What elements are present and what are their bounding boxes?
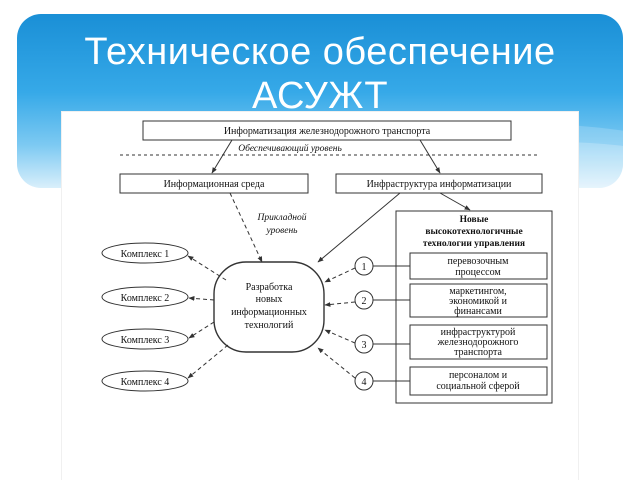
center-label-1: Разработка — [246, 282, 293, 293]
right-header-3: технологии управления — [423, 239, 525, 249]
complex-ellipse-3 — [101, 328, 189, 350]
number-label-2: 2 — [362, 296, 367, 307]
slide-title: Техническое обеспечение АСУЖТ — [17, 30, 623, 118]
arrow-env-center — [229, 192, 263, 263]
right-header-1: Новые — [460, 215, 489, 225]
right-item-box-1 — [409, 252, 548, 280]
right-item-3-line-2: железнодорожного — [437, 337, 519, 348]
complex-label-3: Комплекс 3 — [121, 335, 170, 346]
right-item-3-line-3: транспорта — [454, 347, 502, 358]
applied-level-label-1: Прикладной — [256, 212, 306, 223]
slide-title-line-2: АСУЖТ — [251, 75, 389, 117]
arrow-top-right — [419, 139, 441, 174]
center-box — [213, 261, 325, 353]
arrow-circle4-center — [317, 347, 356, 379]
right-item-2-line-3: финансами — [454, 306, 502, 317]
arrow-top-left — [211, 139, 233, 174]
right-header-2: высокотехнологичные — [425, 227, 522, 237]
right-item-box-2 — [409, 283, 548, 318]
right-item-3-line-1: инфраструктурой — [441, 327, 516, 338]
slide-title-line-1: Техническое обеспечение — [84, 31, 556, 73]
top-box-label: Информатизация железнодорожного транспор… — [224, 126, 431, 137]
complex-label-2: Комплекс 2 — [121, 293, 170, 304]
number-label-3: 3 — [362, 340, 367, 351]
arrow-circle3-center — [324, 329, 356, 344]
info-env-box — [119, 173, 309, 194]
complex-label-4: Комплекс 4 — [121, 377, 170, 388]
support-level-label: Обеспечивающий уровень — [238, 143, 342, 154]
arrow-infra-center — [317, 192, 401, 263]
right-item-4-line-2: социальной сферой — [436, 381, 520, 392]
top-box — [142, 120, 512, 141]
center-label-4: технологий — [245, 320, 294, 331]
arrow-center-complex-2 — [188, 296, 215, 301]
number-label-1: 1 — [362, 262, 367, 273]
info-env-label: Информационная среда — [164, 179, 265, 190]
infra-label: Инфраструктура информатизации — [367, 179, 512, 190]
number-label-4: 4 — [362, 377, 367, 388]
right-item-1-line-2: процессом — [455, 267, 501, 278]
right-item-4-line-1: персоналом и — [449, 370, 508, 381]
arrow-center-complex-4 — [187, 344, 229, 379]
right-item-box-3 — [409, 324, 548, 360]
arrow-infra-right — [439, 192, 471, 211]
complex-label-1: Комплекс 1 — [121, 249, 170, 260]
complex-ellipse-4 — [101, 370, 189, 392]
right-item-box-4 — [409, 366, 548, 396]
right-item-2-line-1: маркетингом, — [449, 286, 506, 297]
right-group-box — [395, 210, 553, 404]
center-label-2: новых — [256, 294, 283, 305]
right-item-2-line-2: экономикой и — [449, 296, 508, 307]
right-item-1-line-1: перевозочным — [448, 256, 510, 267]
arrow-circle1-center — [324, 267, 356, 283]
complex-ellipse-1 — [101, 242, 189, 264]
center-label-3: информационных — [231, 307, 307, 318]
infra-box — [335, 173, 543, 194]
arrow-center-complex-3 — [188, 321, 215, 339]
complex-ellipse-2 — [101, 286, 189, 308]
arrow-center-complex-1 — [187, 255, 227, 281]
applied-level-label-2: уровень — [266, 226, 299, 236]
arrow-circle2-center — [324, 301, 356, 307]
